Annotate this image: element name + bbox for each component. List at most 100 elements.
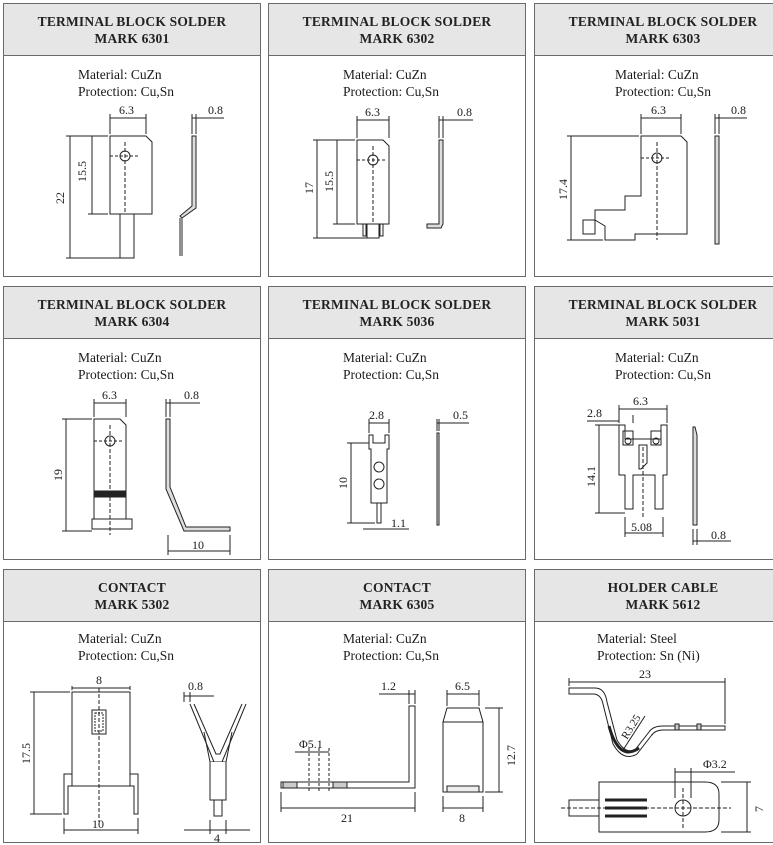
dim-total-height: 17 (302, 182, 316, 194)
card-title: TERMINAL BLOCK SOLDER (37, 297, 227, 312)
dim-tab-width: 2.8 (587, 406, 602, 420)
protection-label: Protection: Cu,Sn (78, 84, 175, 99)
dim-pin-width: 4 (214, 831, 220, 842)
material-label: Material: Steel (597, 631, 677, 646)
card-header: TERMINAL BLOCK SOLDER MARK 6301 (4, 4, 260, 56)
material-label: Material: CuZn (615, 67, 699, 82)
protection-label: Protection: Cu,Sn (615, 367, 712, 382)
dim-width: 7 (752, 806, 766, 812)
dim-width: 6.5 (455, 679, 470, 693)
technical-drawing: 6.3 0.8 15.5 17 (302, 105, 473, 239)
dim-blade-height: 15.5 (322, 171, 336, 192)
dim-base-length: 10 (192, 538, 204, 552)
material-label: Material: CuZn (343, 67, 427, 82)
dim-blade-height: 15.5 (75, 161, 89, 182)
technical-drawing: 1.2 6.5 Φ5.1 12.7 21 8 (280, 679, 518, 825)
product-card-6304: TERMINAL BLOCK SOLDER MARK 6304 Material… (3, 286, 261, 560)
card-mark: MARK 5031 (625, 314, 701, 329)
dim-width: 6.3 (102, 388, 117, 402)
card-header: TERMINAL BLOCK SOLDER MARK 5031 (535, 287, 773, 339)
dim-hole-diameter: Φ5.1 (299, 737, 323, 751)
card-mark: MARK 6301 (94, 31, 170, 46)
product-card-5036: TERMINAL BLOCK SOLDER MARK 5036 Material… (268, 286, 526, 560)
product-card-6302: TERMINAL BLOCK SOLDER MARK 6302 Material… (268, 3, 526, 277)
dim-thickness: 0.8 (457, 105, 472, 119)
card-mark: MARK 6303 (625, 31, 701, 46)
dim-width: 8 (96, 673, 102, 687)
card-mark: MARK 5036 (359, 314, 435, 329)
product-card-6301: TERMINAL BLOCK SOLDER MARK 6301 Material… (3, 3, 261, 277)
card-mark: MARK 6304 (94, 314, 170, 329)
dim-total-height: 22 (53, 192, 67, 204)
product-card-5031: TERMINAL BLOCK SOLDER MARK 5031 Material… (534, 286, 773, 560)
dim-base-width: 10 (92, 817, 104, 831)
dim-height: 12.7 (504, 745, 518, 766)
dim-bend-radius: R3.25 (619, 712, 644, 741)
dim-width: 6.3 (365, 105, 380, 119)
dim-thickness: 0.8 (184, 388, 199, 402)
dim-hole-diameter: Φ3.2 (703, 757, 727, 771)
product-card-6303: TERMINAL BLOCK SOLDER MARK 6303 Material… (534, 3, 773, 277)
dim-thickness: 0.5 (453, 408, 468, 422)
card-mark: MARK 6305 (359, 597, 435, 612)
protection-label: Protection: Sn (Ni) (597, 648, 700, 663)
card-mark: MARK 6302 (359, 31, 435, 46)
card-title: TERMINAL BLOCK SOLDER (37, 14, 227, 29)
technical-drawing: 6.3 0.8 19 10 (51, 388, 231, 555)
card-title: TERMINAL BLOCK SOLDER (302, 14, 492, 29)
dim-total-width: 6.3 (633, 394, 648, 408)
card-header: CONTACT MARK 6305 (269, 570, 525, 622)
material-label: Material: CuZn (78, 67, 162, 82)
dim-height: 17.5 (19, 743, 33, 764)
card-header: TERMINAL BLOCK SOLDER MARK 6302 (269, 4, 525, 56)
dim-length: 23 (639, 667, 651, 681)
protection-label: Protection: Cu,Sn (343, 648, 440, 663)
dim-pin-spacing: 5.08 (631, 520, 652, 534)
card-header: TERMINAL BLOCK SOLDER MARK 6303 (535, 4, 773, 56)
dim-length: 21 (341, 811, 353, 825)
card-title: CONTACT (363, 580, 431, 595)
technical-drawing: 2.8 0.5 10 1.1 (336, 408, 469, 530)
protection-label: Protection: Cu,Sn (343, 84, 440, 99)
material-label: Material: CuZn (78, 631, 162, 646)
card-mark: MARK 5612 (625, 597, 701, 612)
card-header: TERMINAL BLOCK SOLDER MARK 5036 (269, 287, 525, 339)
dim-thickness: 0.8 (208, 103, 223, 117)
material-label: Material: CuZn (78, 350, 162, 365)
material-label: Material: CuZn (343, 350, 427, 365)
material-label: Material: CuZn (615, 350, 699, 365)
product-card-5612: HOLDER CABLE MARK 5612 Material: Steel P… (534, 569, 773, 843)
dim-thickness: 1.2 (381, 679, 396, 693)
card-header: HOLDER CABLE MARK 5612 (535, 570, 773, 622)
technical-drawing: 6.3 0.8 15.5 22 (53, 103, 224, 259)
product-card-6305: CONTACT MARK 6305 Material: CuZn Protect… (268, 569, 526, 843)
protection-label: Protection: Cu,Sn (78, 648, 175, 663)
dim-base-width: 8 (459, 811, 465, 825)
dim-thickness: 0.8 (711, 528, 726, 542)
card-title: TERMINAL BLOCK SOLDER (568, 297, 758, 312)
card-title: TERMINAL BLOCK SOLDER (302, 297, 492, 312)
technical-drawing: 6.3 2.8 14.1 5.08 0.8 (584, 394, 731, 545)
dim-thickness: 0.8 (188, 679, 203, 693)
card-header: CONTACT MARK 5302 (4, 570, 260, 622)
protection-label: Protection: Cu,Sn (615, 84, 712, 99)
technical-drawing: 6.3 0.8 17.4 (556, 103, 747, 245)
technical-drawing: 23 R3.25 Φ3.2 7 (561, 667, 766, 833)
material-label: Material: CuZn (343, 631, 427, 646)
technical-drawing: 8 0.8 17.5 10 4 (19, 673, 250, 842)
dim-width: 6.3 (119, 103, 134, 117)
dim-pin-width: 1.1 (391, 516, 406, 530)
card-header: TERMINAL BLOCK SOLDER MARK 6304 (4, 287, 260, 339)
card-title: CONTACT (98, 580, 166, 595)
dim-thickness: 0.8 (731, 103, 746, 117)
dim-height: 10 (336, 477, 350, 489)
dim-width: 6.3 (651, 103, 666, 117)
dim-height: 14.1 (584, 466, 598, 487)
card-mark: MARK 5302 (94, 597, 170, 612)
product-card-5302: CONTACT MARK 5302 Material: CuZn Protect… (3, 569, 261, 843)
dim-height: 19 (51, 469, 65, 481)
protection-label: Protection: Cu,Sn (343, 367, 440, 382)
card-title: TERMINAL BLOCK SOLDER (568, 14, 758, 29)
card-title: HOLDER CABLE (607, 580, 719, 595)
dim-width: 2.8 (369, 408, 384, 422)
